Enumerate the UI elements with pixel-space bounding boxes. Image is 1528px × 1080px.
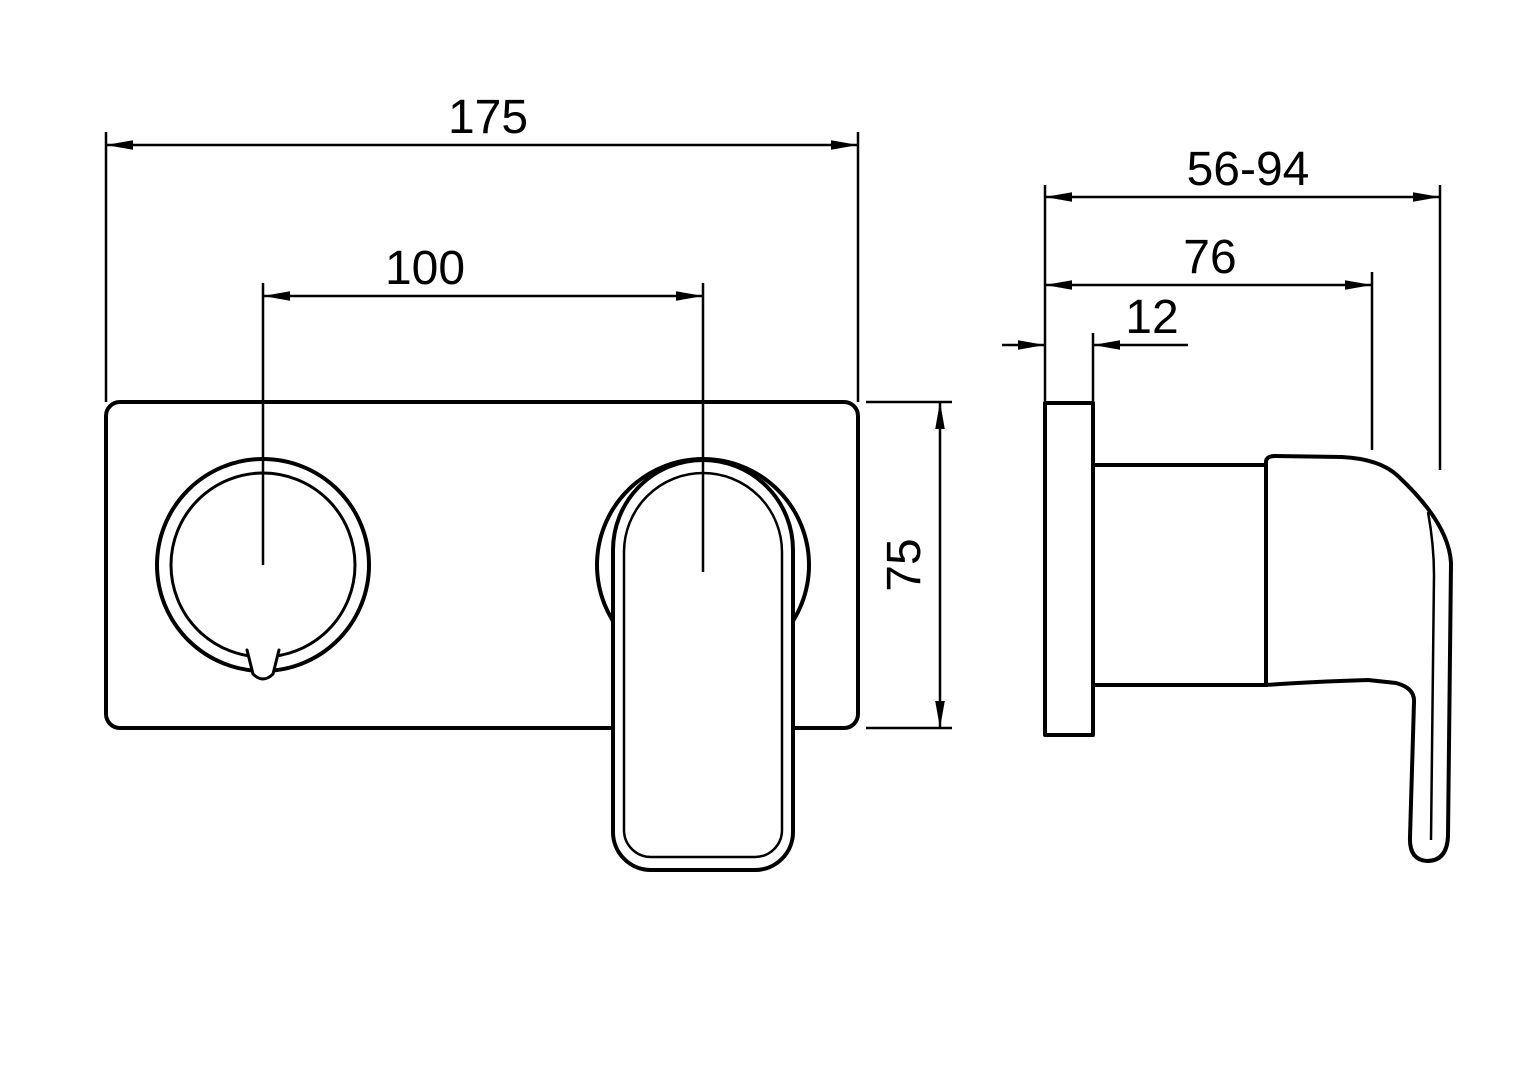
side-view: 56-94 76 12 bbox=[1002, 143, 1453, 863]
plate-height-label: 75 bbox=[878, 538, 931, 591]
lever-outline bbox=[611, 458, 795, 872]
front-view: 175 100 75 bbox=[104, 91, 952, 872]
plate-width-label: 175 bbox=[448, 91, 528, 144]
extension-lines bbox=[104, 132, 860, 402]
body-depth-label: 76 bbox=[1183, 231, 1236, 284]
plate-thickness-label: 12 bbox=[1125, 291, 1178, 344]
dimension-body-depth: 76 bbox=[1045, 231, 1374, 450]
dimension-plate-width: 175 bbox=[104, 91, 860, 402]
lever-edge-detail bbox=[1426, 511, 1436, 841]
valve-body-side bbox=[1091, 463, 1268, 687]
dimension-depth-range: 56-94 bbox=[1043, 143, 1442, 470]
lever-handle-side bbox=[1264, 454, 1453, 863]
wall-plate-side bbox=[1043, 401, 1095, 737]
lever-inner-contour bbox=[622, 471, 784, 859]
dimension-plate-height: 75 bbox=[866, 400, 952, 730]
extension-lines bbox=[1043, 185, 1442, 470]
dimension-control-spacing: 100 bbox=[261, 242, 705, 572]
dimension-plate-thickness: 12 bbox=[1002, 291, 1188, 403]
knob-spout-nub bbox=[245, 648, 281, 681]
control-spacing-label: 100 bbox=[385, 242, 465, 295]
depth-range-label: 56-94 bbox=[1187, 143, 1310, 196]
center-lines bbox=[261, 283, 705, 572]
